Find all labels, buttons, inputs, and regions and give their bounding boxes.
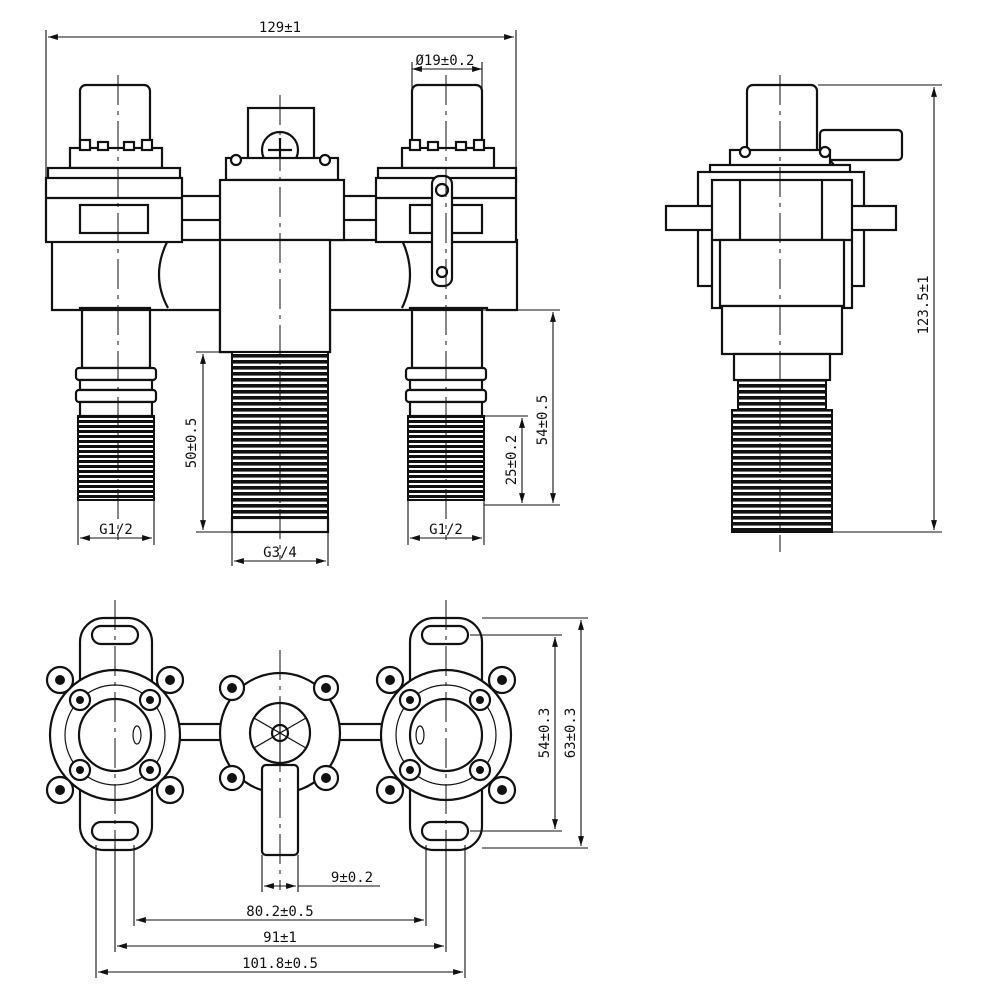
left-thread <box>77 415 155 501</box>
left-valve <box>44 83 184 501</box>
center-valve <box>218 106 346 534</box>
side-thread <box>731 409 833 533</box>
center-body <box>218 178 346 242</box>
dim-overall-width-label: 129±1 <box>259 20 301 36</box>
left-screws <box>45 665 185 805</box>
side-lever <box>818 128 904 162</box>
dim-spacing-mid-label: 91±1 <box>263 930 297 946</box>
right-lever-tab <box>430 174 454 288</box>
dim-thread-length-label: 25±0.2 <box>504 435 520 486</box>
top-view: 54±0.3 63±0.3 9±0.2 80.2±0.5 91±1 101.8±… <box>45 600 588 978</box>
center-thread-label: G3/4 <box>263 545 297 561</box>
dim-outlet-length-label: 54±0.5 <box>535 395 551 446</box>
left-thread-label: G1/2 <box>99 522 133 538</box>
right-thread-label: G1/2 <box>429 522 463 538</box>
dim-inner-height-label: 54±0.3 <box>537 708 553 759</box>
dim-center-length-label: 50±0.5 <box>184 418 200 469</box>
dim-spacing-inner-label: 80.2±0.5 <box>246 904 313 920</box>
right-cartridge-cap <box>410 83 484 157</box>
dim-spacing-outer-label: 101.8±0.5 <box>242 956 318 972</box>
dim-outer-height-label: 63±0.3 <box>563 708 579 759</box>
dim-overall-height-label: 123.5±1 <box>916 275 932 334</box>
center-screws <box>218 674 340 792</box>
front-view: 129±1 Ø19±0.2 50±0.5 25±0.2 54±0.5 G1/2 … <box>44 20 560 566</box>
dim-lever-offset-label: 9±0.2 <box>331 870 373 886</box>
side-view: 123.5±1 <box>664 75 942 552</box>
dim-cartridge-diameter-label: Ø19±0.2 <box>415 53 474 69</box>
right-screws <box>375 665 517 805</box>
